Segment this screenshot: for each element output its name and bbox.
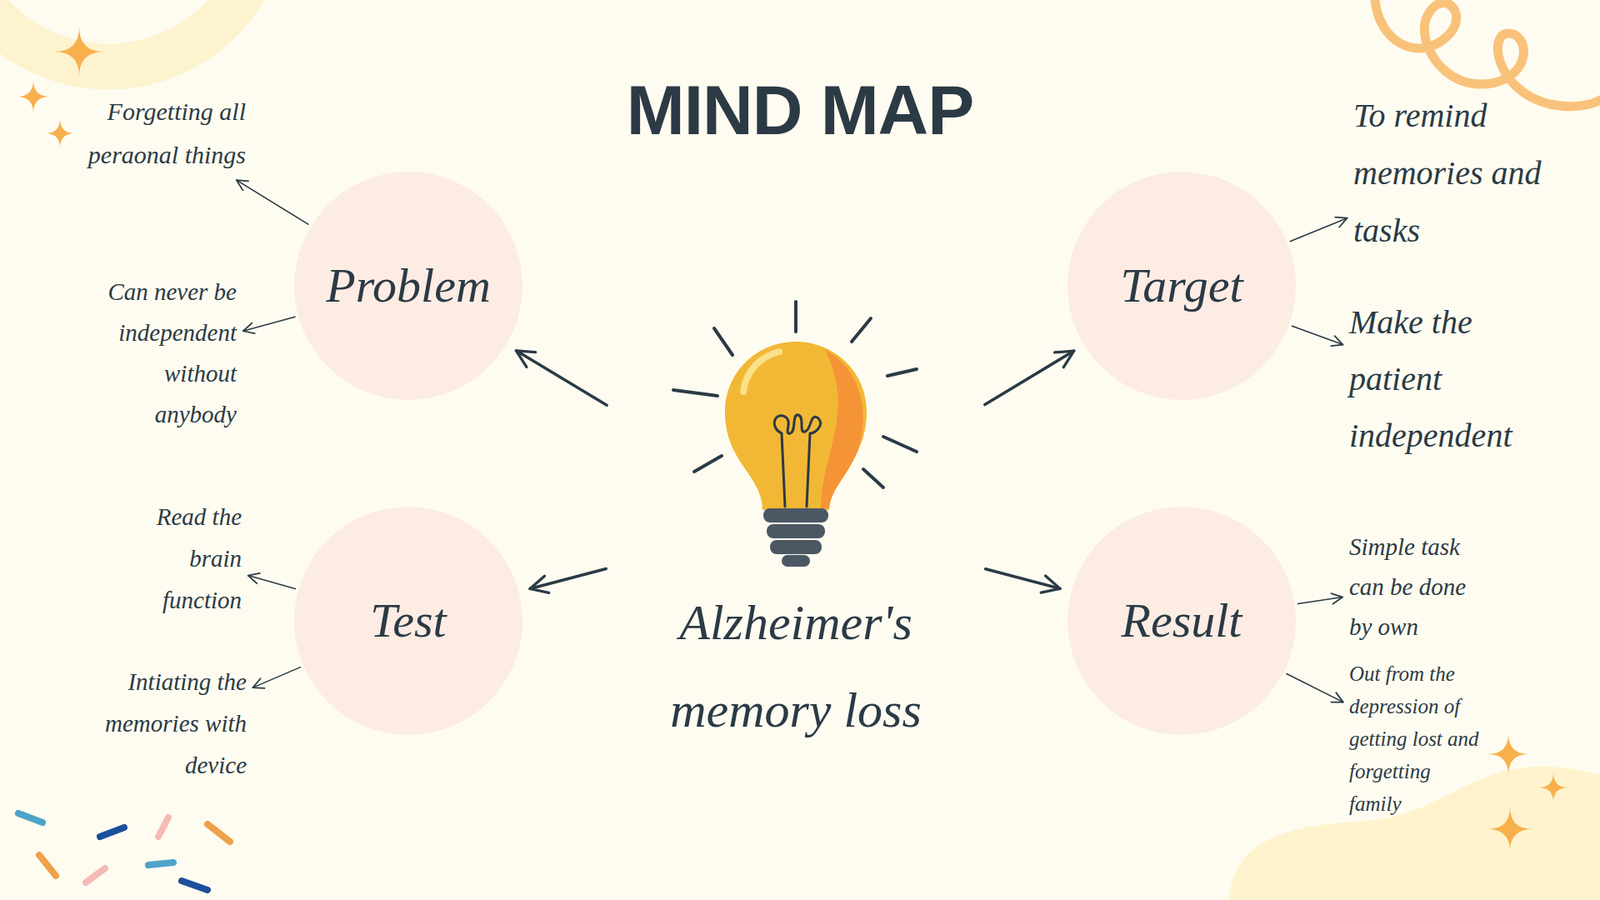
branch-label: To remind memories and tasks [1353, 86, 1562, 260]
category-circle: Test [294, 506, 523, 735]
bulb-base [781, 555, 810, 567]
branch-text: Simple task can be done by own [1349, 526, 1479, 647]
branch-text: Forgetting all peraonal things [75, 90, 246, 177]
bulb-base [763, 508, 829, 523]
topic-label: Alzheimer's memory loss [645, 579, 946, 755]
main-arrow [515, 350, 607, 405]
sparkle [1487, 733, 1530, 775]
branch-text: Read the brain function [133, 495, 242, 621]
branch-label: Can never be independent without anybody [86, 271, 237, 435]
branch-label: Simple task can be done by own [1349, 526, 1479, 647]
ray [863, 469, 884, 488]
circle-fill [294, 506, 523, 735]
branch-label: Forgetting all peraonal things [75, 90, 246, 177]
main-arrow [985, 569, 1060, 590]
branch-arrow [236, 180, 309, 225]
branch-arrow [248, 575, 296, 590]
bulb-base [766, 524, 825, 539]
circle-fill [1067, 171, 1296, 400]
bulb-glass [725, 341, 867, 510]
branch-text: Can never be independent without anybody [86, 271, 237, 435]
ray [673, 390, 718, 396]
confetti-piece [100, 827, 125, 837]
ray [714, 328, 733, 355]
branch-label: Read the brain function [133, 495, 242, 621]
sparkle [1538, 772, 1569, 803]
category-label: Test [370, 591, 446, 650]
branch-arrow [252, 667, 300, 689]
confetti-piece [158, 817, 169, 837]
branch-arrow [243, 316, 295, 331]
branch-text: To remind memories and tasks [1353, 86, 1562, 260]
central-topic: Alzheimer's memory loss [612, 283, 980, 755]
lightbulb [673, 301, 917, 567]
sparkle [54, 26, 105, 77]
ray [883, 436, 917, 452]
main-arrow [530, 568, 606, 589]
scribble [1375, 0, 1600, 107]
filament [774, 415, 820, 507]
branch-text: Make the patient independent [1349, 294, 1526, 465]
confetti-piece [85, 868, 105, 883]
confetti [18, 813, 230, 890]
sparkle [1487, 806, 1533, 852]
branch-label: Intiating the memories with device [92, 660, 247, 786]
confetti-piece [18, 813, 43, 823]
confetti-piece [207, 824, 230, 842]
sparkle [45, 118, 75, 149]
main-arrow [985, 350, 1075, 405]
bulb-shade [820, 350, 864, 509]
branch-text: Intiating the memories with device [92, 660, 247, 786]
branch-arrow [1290, 218, 1347, 242]
category-circle: Result [1067, 506, 1296, 735]
category-circle: Target [1067, 171, 1296, 400]
branch-text: Out from the depression of getting lost … [1349, 657, 1483, 820]
branch-label: Make the patient independent [1349, 294, 1526, 465]
category-label: Result [1121, 591, 1243, 650]
sparkle [16, 80, 50, 114]
confetti-piece [148, 862, 174, 865]
branch-arrow [1291, 325, 1343, 345]
circle-fill [294, 171, 523, 400]
category-label: Target [1120, 256, 1243, 315]
circle-fill [1067, 506, 1296, 735]
category-circle: Problem [294, 171, 523, 400]
ray [694, 455, 722, 472]
bulb-base [770, 540, 822, 555]
branch-arrow [1297, 597, 1343, 605]
ray [794, 301, 798, 332]
corner-arc [0, 0, 267, 67]
ray [887, 369, 917, 376]
bulb-highlight [743, 351, 780, 392]
corner-blob [1229, 766, 1600, 900]
branch-label: Out from the depression of getting lost … [1349, 657, 1483, 820]
branch-arrow [1286, 673, 1344, 702]
ray [851, 318, 871, 342]
confetti-piece [181, 880, 208, 890]
confetti-piece [39, 855, 56, 876]
category-label: Problem [325, 256, 491, 315]
